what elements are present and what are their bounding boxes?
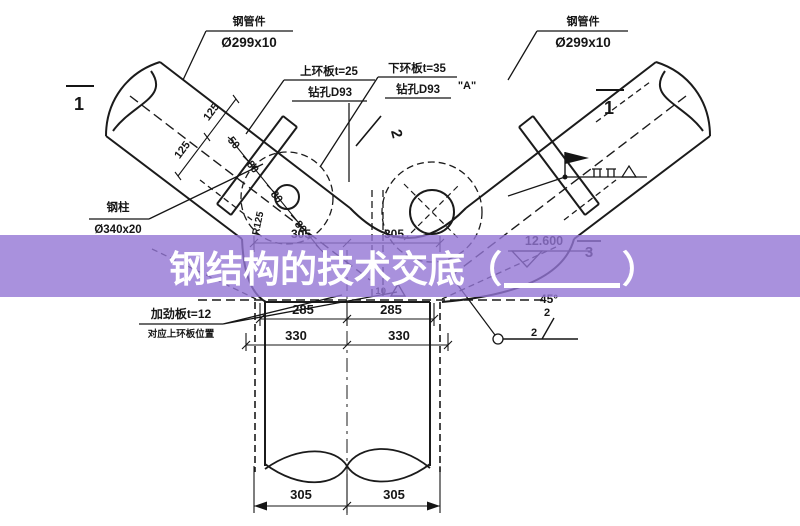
column-label-rule [89,163,264,220]
dim-330-lines [241,333,453,351]
section-1-left: 1 [74,94,84,114]
ring-lower-rules [319,76,457,168]
dim-305-bot-b: 305 [383,487,405,502]
ring-lower-tag: "A" [458,80,476,92]
stiffener-label-line1: 加劲板t=12 [150,306,212,321]
ring-upper-line1: 上环板t=25 [300,64,358,78]
field-weld-flag-symbol [507,152,647,197]
ring-lower-line2: 钻孔D93 [396,82,440,96]
dim-125-b: 125 [201,101,222,123]
dim-80-b: 80 [268,189,285,206]
right-pipe-spec: Ø299x10 [555,35,611,50]
callout-labels: 钢管件 Ø299x10 钢管件 Ø299x10 上环板t=25 钻孔D93 下环… [89,14,628,340]
bevel-weld-circle [492,333,504,345]
ring-upper-line2: 钻孔D93 [308,85,352,99]
hidden-edge-dashes [151,81,651,300]
left-pipe-outline [105,61,351,240]
dim-80-c: 80 [292,219,309,236]
left-pipe-spec: Ø299x10 [221,35,277,50]
ring-lower-line1: 下环板t=35 [388,61,446,75]
right-hole [409,189,455,235]
flag-leader [507,176,566,197]
bevel-weld-size-a: 2 [531,327,537,339]
dim-radius: R125 [251,210,267,236]
ring-upper-rules [245,79,375,135]
pipe-centerlines [129,95,687,281]
title-banner: 钢结构的技术交底（ ） [0,235,800,297]
left-pipe-label-rule [182,30,293,81]
right-pipe [465,61,711,240]
right-pipe-outline [465,61,711,240]
column-hidden-lines [254,302,441,472]
section-2: 2 [387,128,406,140]
column-label-line2: Ø340x20 [94,224,141,236]
bevel-weld-refline [503,317,578,340]
stiffener-label-rule [139,291,398,325]
section-2-slash [355,115,382,147]
dim-305-bottom-lines [253,466,441,513]
banner-title-prefix: 钢结构的技术交底（ [169,249,502,290]
left-pipe [105,61,351,240]
dim-285-b: 285 [380,302,402,317]
banner-title-suffix: ） [622,249,659,290]
column-break-curves [264,448,431,484]
flag-weld-triangle [620,164,638,178]
dim-330-b: 330 [388,328,410,343]
column [198,299,546,484]
right-hole-crosshair [403,183,461,241]
section-1-right: 1 [604,98,614,118]
column-label-line1: 钢柱 [107,200,130,214]
right-pipe-label-rule [507,30,628,81]
dim-50: 50 [225,135,242,152]
bevel-weld-size-b: 2 [544,307,550,319]
dim-285-lines [255,303,439,326]
column-outline [264,301,431,466]
flag-pennant [565,152,589,164]
stiffener-label-line2: 对应上环板位置 [148,328,215,340]
dim-305-bot-a: 305 [290,487,312,502]
dim-pipe-cross-line [174,94,240,181]
dim-330-a: 330 [285,328,307,343]
banner-title-blank [504,245,620,288]
right-pipe-name: 钢管件 [567,14,600,28]
flag-refline [565,168,647,178]
dim-flange-spacing-line [227,136,325,254]
left-pipe-name: 钢管件 [233,14,266,28]
